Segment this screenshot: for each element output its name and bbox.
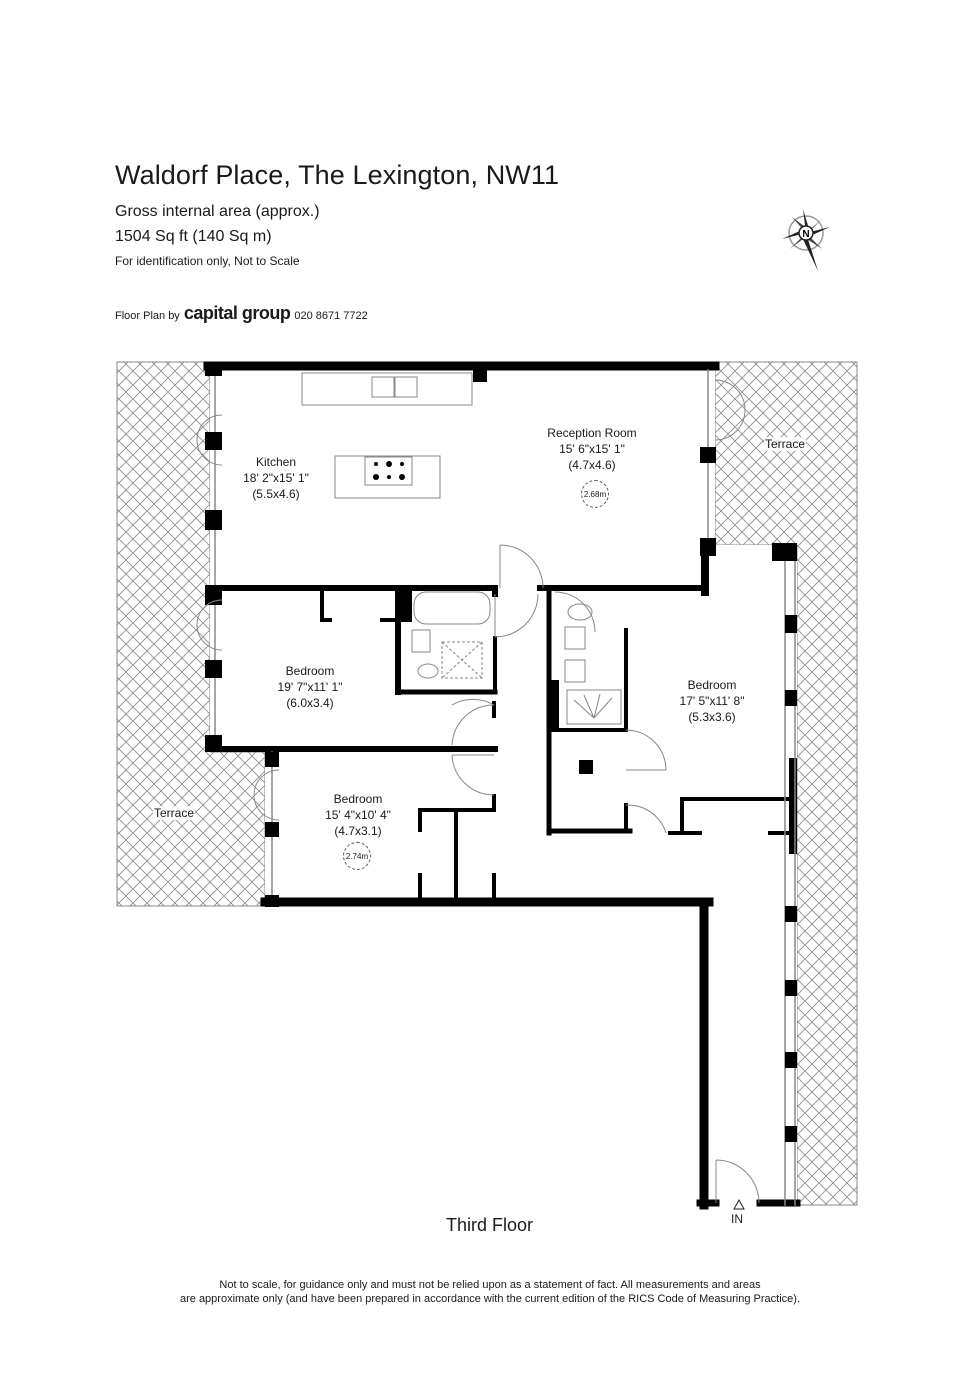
disclaimer: Not to scale, for guidance only and must… <box>179 1279 800 1305</box>
shower-icon <box>566 689 622 725</box>
brand-logo: capital group <box>183 303 291 323</box>
entrance-arrow-icon <box>733 1198 745 1210</box>
scale-note: For identification only, Not to Scale <box>115 254 300 268</box>
basin-icon <box>411 626 586 683</box>
terrace-label-west: Terrace <box>153 806 196 820</box>
credit-prefix: Floor Plan by <box>115 310 180 322</box>
entrance-label: IN <box>731 1212 743 1226</box>
room-bedroom-2: Bedroom 15' 4"x10' 4" (4.7x3.1) <box>325 792 391 838</box>
hob-icon <box>373 461 405 480</box>
door-swings <box>196 379 760 1204</box>
credit-phone: 020 8671 7722 <box>294 310 368 322</box>
wall-piers <box>205 362 797 1142</box>
area-value: 1504 Sq ft (140 Sq m) <box>115 228 272 245</box>
ceiling-height-badge: 2.74m <box>343 842 371 870</box>
room-bedroom-1: Bedroom 19' 7"x11' 1" (6.0x3.4) <box>277 664 343 710</box>
area-label: Gross internal area (approx.) <box>115 203 320 220</box>
room-kitchen: Kitchen 18' 2"x15' 1" (5.5x4.6) <box>243 455 309 501</box>
floor-plan-credit: Floor Plan by capital group 020 8671 772… <box>115 303 368 324</box>
shower-tray-icon <box>441 641 483 679</box>
room-reception: Reception Room 15' 6"x15' 1" (4.7x4.6) <box>547 426 637 472</box>
room-bedroom-3: Bedroom 17' 5"x11' 8" (5.3x3.6) <box>679 678 745 724</box>
ceiling-height-badge: 2.68m <box>581 480 609 508</box>
floor-name: Third Floor <box>446 1215 534 1235</box>
svg-text:N: N <box>802 229 809 240</box>
terrace-label-east: Terrace <box>764 437 807 451</box>
toilet-icon <box>417 603 593 679</box>
page-title: Waldorf Place, The Lexington, NW11 <box>115 160 560 190</box>
kitchen-counter <box>301 372 473 406</box>
bath-icon <box>413 591 491 625</box>
compass-north-icon: N <box>782 209 830 271</box>
